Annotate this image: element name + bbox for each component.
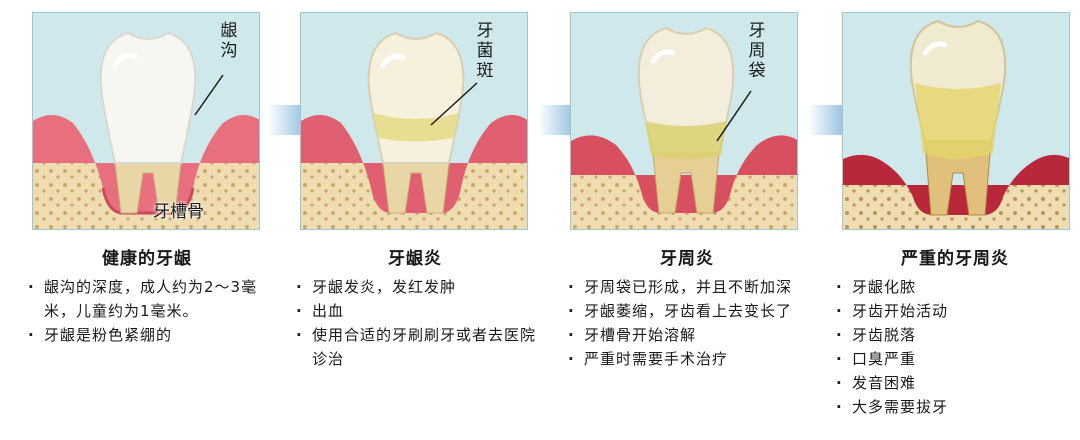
bullet-item: 牙龈是粉色紧绷的 [22, 323, 272, 347]
caption-severe-periodontitis: 严重的牙周炎 牙龈化脓 牙齿开始活动 牙齿脱落 口臭严重 发音困难 大多需要拔牙 [830, 244, 1080, 419]
panel-healthy: 龈沟 牙槽骨 [32, 12, 260, 230]
bullet-item: 龈沟的深度，成人约为2～3毫米，儿童约为1毫米。 [22, 275, 272, 323]
label-alveolar-bone: 牙槽骨 [153, 202, 204, 222]
caption-healthy: 健康的牙龈 龈沟的深度，成人约为2～3毫米，儿童约为1毫米。 牙龈是粉色紧绷的 [22, 244, 272, 347]
panel-severe-periodontitis [842, 12, 1070, 230]
tooth-illustration-severe [843, 19, 1069, 229]
stage-title: 牙周炎 [660, 249, 714, 269]
label-gingival-sulcus: 龈沟 [220, 21, 238, 61]
tooth-illustration-healthy [33, 31, 259, 229]
bullet-item: 使用合适的牙刷刷牙或者去医院诊治 [290, 323, 540, 371]
stage-title: 严重的牙周炎 [901, 249, 1009, 269]
bullet-item: 发音困难 [830, 371, 1080, 395]
bullet-item: 牙槽骨开始溶解 [562, 323, 812, 347]
caption-periodontitis: 牙周炎 牙周袋已形成，并且不断加深 牙龈萎缩，牙齿看上去变长了 牙槽骨开始溶解 … [562, 244, 812, 371]
tooth-illustration-periodontitis [571, 26, 797, 229]
stage-title: 牙龈炎 [388, 249, 442, 269]
caption-gingivitis: 牙龈炎 牙龈发炎，发红发肿 出血 使用合适的牙刷刷牙或者去医院诊治 [290, 244, 540, 371]
bullet-item: 牙龈化脓 [830, 275, 1080, 299]
bullet-item: 口臭严重 [830, 347, 1080, 371]
bullet-item: 大多需要拔牙 [830, 395, 1080, 419]
bullet-item: 牙周袋已形成，并且不断加深 [562, 275, 812, 299]
bullet-item: 严重时需要手术治疗 [562, 347, 812, 371]
label-plaque: 牙菌斑 [476, 21, 494, 81]
bullet-item: 牙齿开始活动 [830, 299, 1080, 323]
bullet-item: 牙龈萎缩，牙齿看上去变长了 [562, 299, 812, 323]
bullet-item: 牙齿脱落 [830, 323, 1080, 347]
bullet-item: 牙龈发炎，发红发肿 [290, 275, 540, 299]
label-periodontal-pocket: 牙周袋 [748, 21, 766, 81]
stage-title: 健康的牙龈 [102, 249, 192, 269]
tooth-illustration-gingivitis [301, 31, 527, 229]
panel-periodontitis: 牙周袋 [570, 12, 798, 230]
panel-gingivitis: 牙菌斑 [300, 12, 528, 230]
bullet-item: 出血 [290, 299, 540, 323]
